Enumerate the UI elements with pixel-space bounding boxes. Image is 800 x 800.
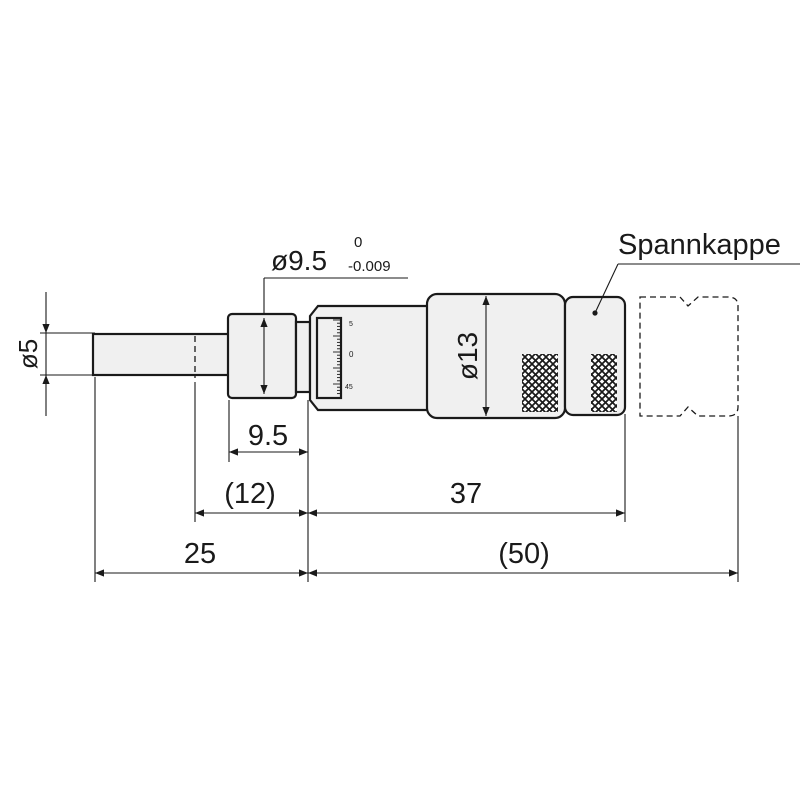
stem xyxy=(226,312,312,400)
cap-knurling xyxy=(591,354,617,412)
dim-clamp-length-label: (12) xyxy=(224,478,276,510)
dim-stem-length-label: 9.5 xyxy=(248,420,288,452)
dim-stem-diameter: ø9.5 0 -0.009 xyxy=(260,234,408,394)
dim-stem-tolerance-lower: -0.009 xyxy=(348,258,391,275)
scale-mark-0: 0 xyxy=(349,350,354,359)
scale-mark-5: 5 xyxy=(349,321,353,328)
spannkappe-label: Spannkappe xyxy=(618,229,781,261)
dim-max-length-label: (50) xyxy=(498,538,550,570)
thimble: 5 0 45 xyxy=(308,304,430,412)
barrel xyxy=(425,292,567,420)
clamp-cap xyxy=(563,295,627,417)
dim-row-3: 25 (50) xyxy=(95,538,738,577)
dim-barrel-diameter-label: ø13 xyxy=(452,332,483,380)
dim-barrel-diameter: ø13 xyxy=(452,296,490,416)
scale-mark-45: 45 xyxy=(345,384,353,391)
graduation-ticks xyxy=(333,319,341,395)
ghost-clamp-cap xyxy=(639,296,739,417)
dim-row-2: (12) 37 xyxy=(195,478,625,517)
dim-spindle-length-label: 25 xyxy=(184,538,216,570)
spannkappe-leader: Spannkappe xyxy=(594,229,800,314)
barrel-knurling xyxy=(522,354,558,412)
dim-spindle-diameter-label: ø5 xyxy=(13,339,43,369)
dim-body-length-label: 37 xyxy=(450,478,482,510)
spindle xyxy=(91,332,232,377)
dim-stem-length: 9.5 xyxy=(229,420,308,456)
dim-spindle-diameter: ø5 xyxy=(13,292,50,416)
dim-stem-diameter-label: ø9.5 xyxy=(271,245,327,276)
dim-stem-tolerance-upper: 0 xyxy=(354,234,362,251)
